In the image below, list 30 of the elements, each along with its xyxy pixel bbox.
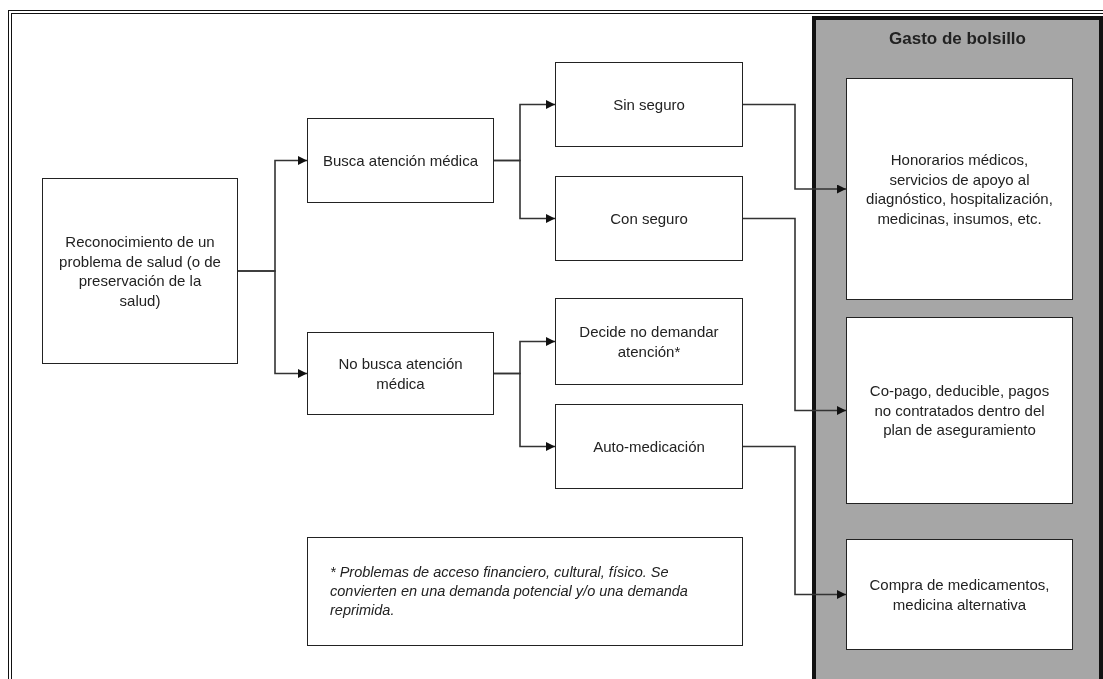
node-label: Co-pago, deducible, pagos no contratados dentro del plan de aseguramiento xyxy=(868,381,1051,440)
node-label: Compra de medicamentos, medicina alternativa xyxy=(868,575,1051,614)
footnote-text: * Problemas de acceso financiero, cultural, físico. Se convierten en una demanda potencial y/o una demanda reprimida. xyxy=(330,563,689,620)
group-panel xyxy=(812,16,1103,679)
connector-arrow xyxy=(237,270,308,378)
process-box xyxy=(307,332,494,415)
process-box xyxy=(846,78,1073,300)
process-box xyxy=(846,317,1073,504)
connector-arrow xyxy=(493,372,556,451)
node-label: Reconocimiento de un problema de salud (o de preservación de la salud) xyxy=(58,232,222,310)
connector-arrow xyxy=(742,103,847,194)
process-box xyxy=(555,62,743,147)
node-label: Decide no demandar atención* xyxy=(578,322,720,361)
process-box xyxy=(555,176,743,261)
node-label: Con seguro xyxy=(610,208,688,229)
process-box xyxy=(42,178,238,364)
node-label: Busca atención médica xyxy=(322,150,479,171)
connector-arrow xyxy=(493,159,556,223)
node-label: No busca atención médica xyxy=(337,354,464,393)
connector-arrow xyxy=(742,217,847,415)
node-label: Auto-medicación xyxy=(593,436,705,457)
process-box xyxy=(846,539,1073,650)
process-box xyxy=(555,298,743,385)
panel-heading: Gasto de bolsillo xyxy=(889,28,1026,50)
node-label: Sin seguro xyxy=(613,94,685,115)
process-box xyxy=(555,404,743,489)
note-box xyxy=(307,537,743,646)
node-label: Honorarios médicos, servicios de apoyo al diagnóstico, hospitalización, medicinas, insumos, etc. xyxy=(865,150,1054,228)
process-box xyxy=(307,118,494,203)
connector-arrow xyxy=(742,445,847,599)
